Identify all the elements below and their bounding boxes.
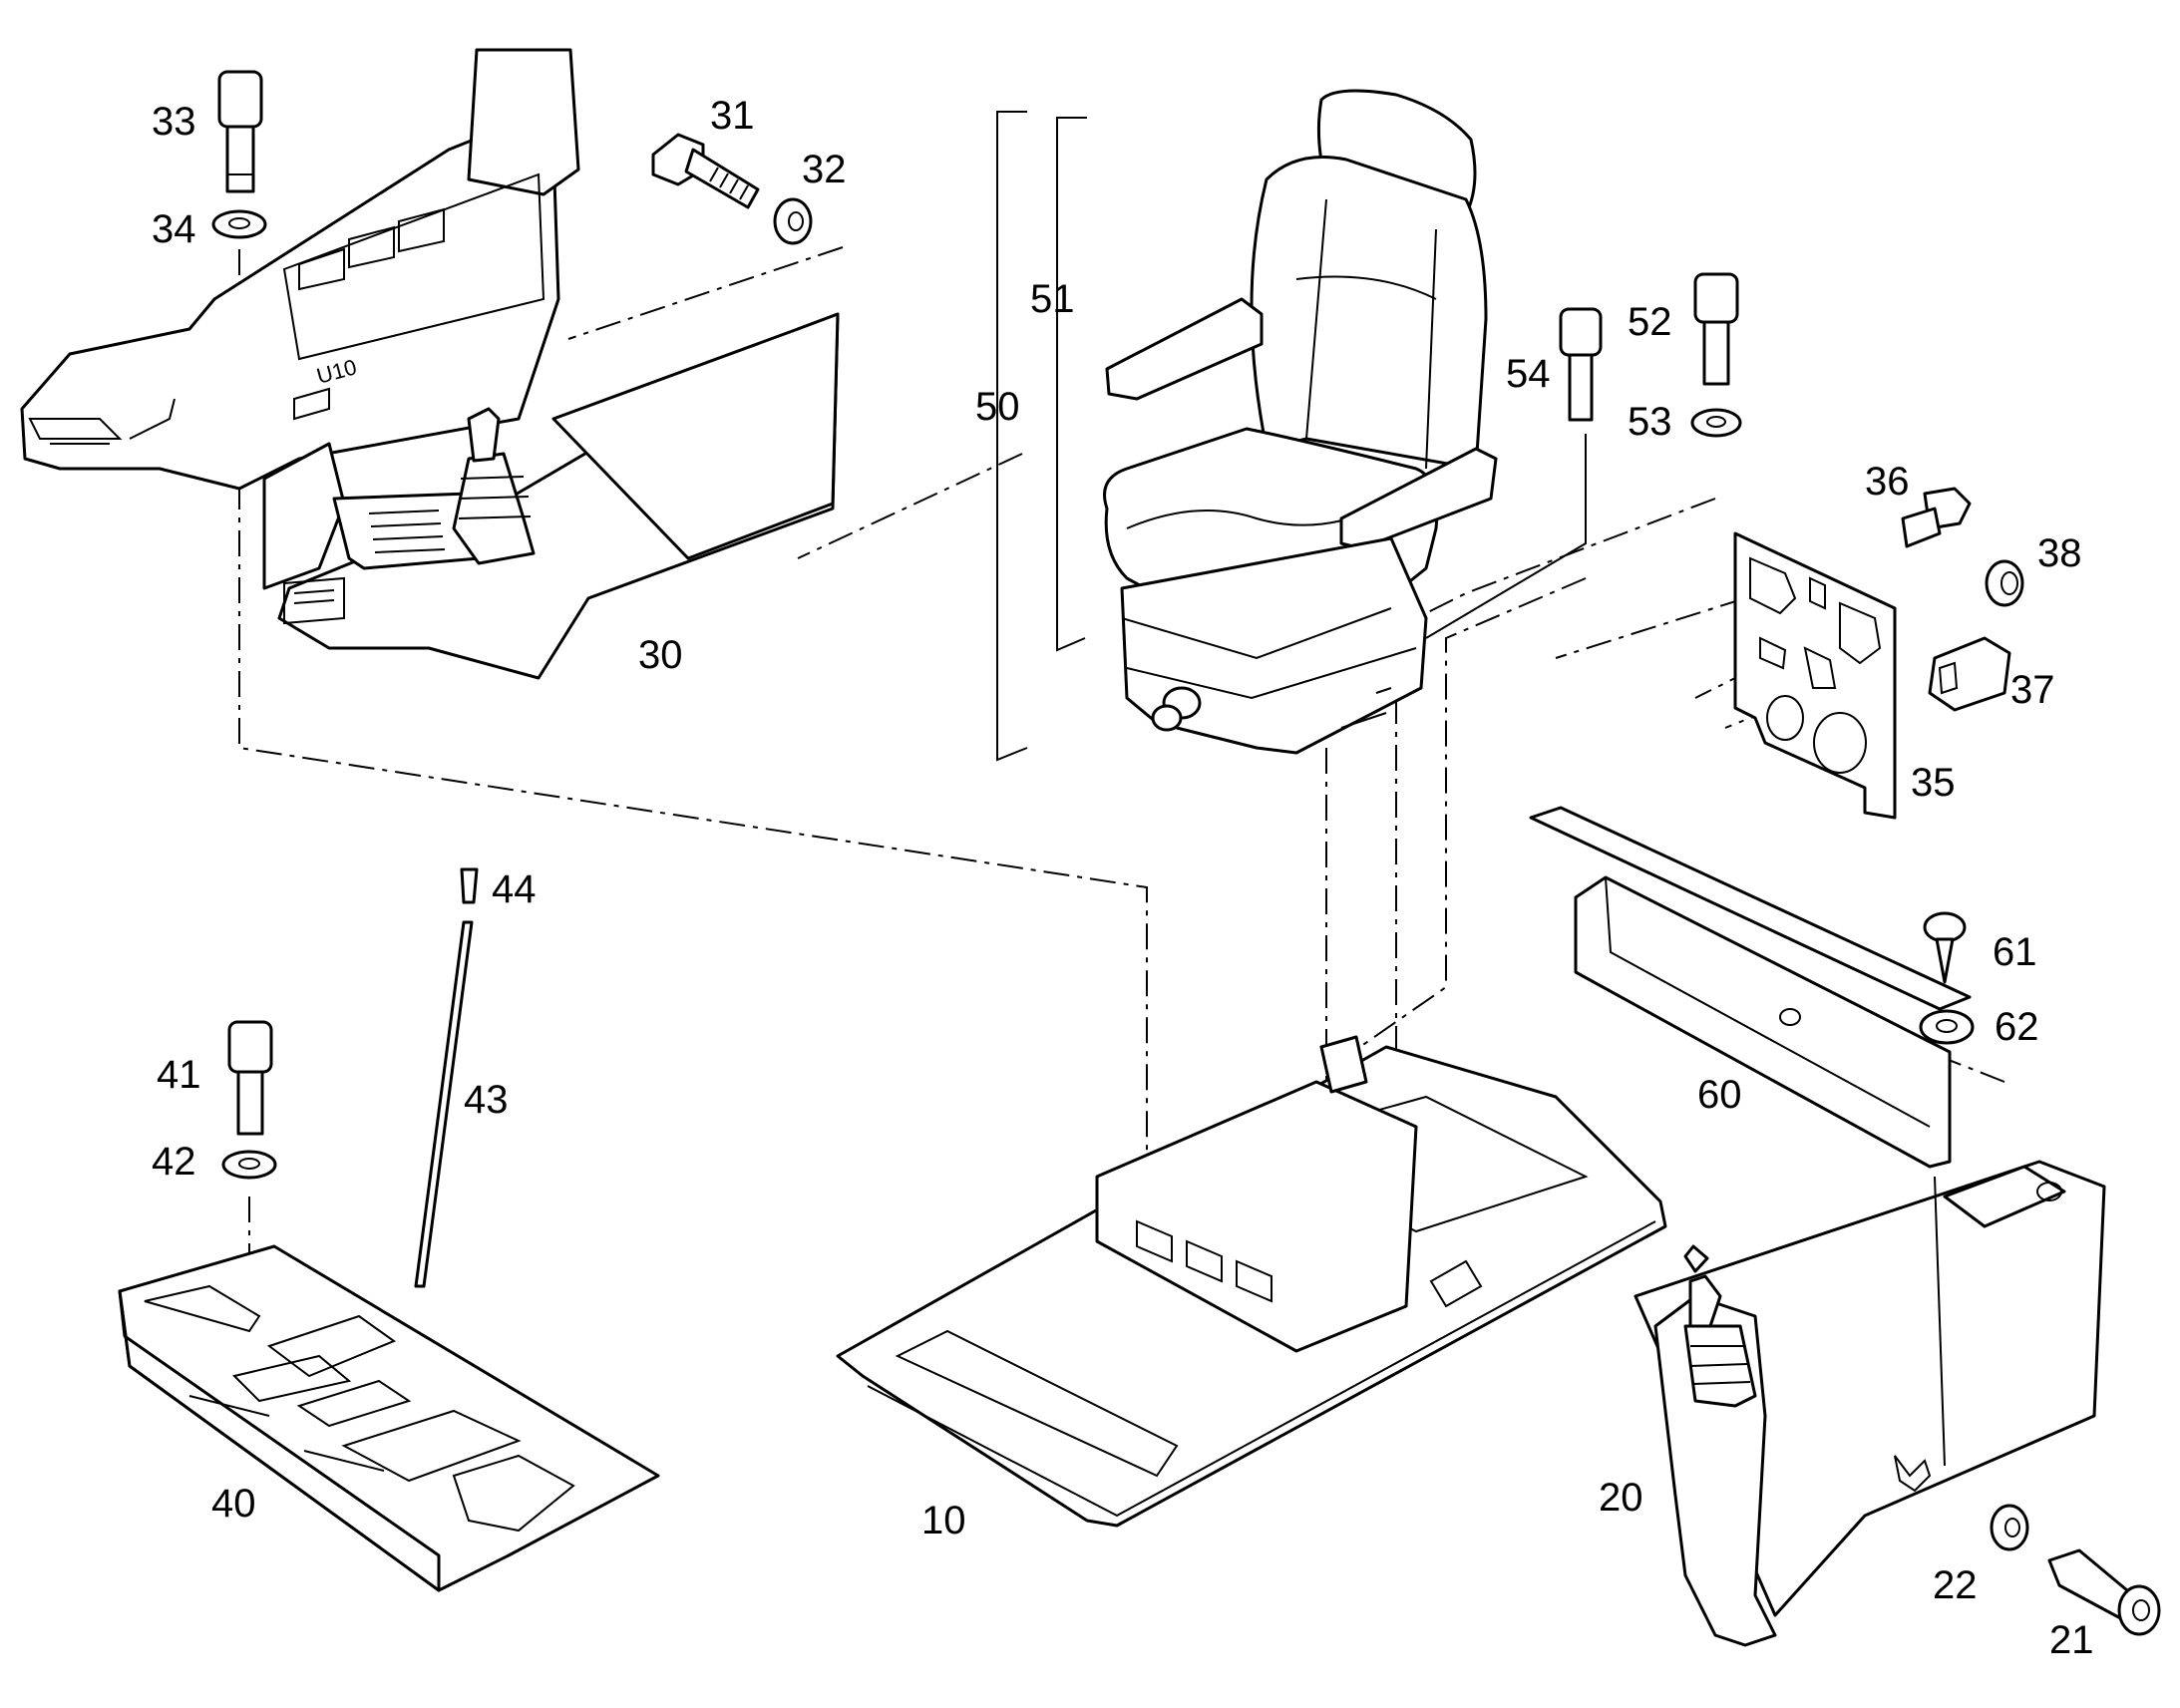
operator-seat (1103, 89, 1498, 755)
callout-54: 54 (1506, 352, 1551, 396)
callout-53: 53 (1628, 400, 1672, 444)
callout-30: 30 (638, 633, 683, 677)
callout-21: 21 (2049, 1618, 2094, 1662)
fitting-37 (1928, 636, 2011, 712)
callout-38: 38 (2037, 531, 2082, 575)
footrest (118, 1244, 660, 1592)
control-console (20, 48, 840, 680)
washer-62 (1919, 1009, 1975, 1045)
callout-62: 62 (1995, 1005, 2039, 1049)
callout-10: 10 (921, 1499, 966, 1542)
callout-32: 32 (802, 148, 847, 191)
callout-35: 35 (1911, 761, 1956, 805)
bolt-41 (227, 1020, 273, 1136)
callout-31: 31 (710, 94, 755, 138)
screw-61 (1923, 911, 1967, 984)
callout-52: 52 (1628, 300, 1672, 344)
bolt-31 (651, 133, 760, 209)
callout-37: 37 (2010, 668, 2055, 712)
washer-53 (1690, 408, 1742, 438)
callout-61: 61 (1993, 930, 2037, 974)
plug-38 (1985, 559, 2024, 607)
callout-33: 33 (152, 100, 196, 144)
callout-22: 22 (1933, 1563, 1978, 1607)
floor-plate (836, 1035, 1667, 1528)
callout-41: 41 (157, 1053, 201, 1097)
bolt-21 (2047, 1548, 2161, 1636)
bolt-36 (1901, 487, 1972, 548)
channel-cover (1529, 806, 1972, 1169)
callout-43: 43 (464, 1078, 509, 1122)
right-console (1634, 1160, 2106, 1647)
washer-32 (773, 197, 813, 245)
bolt-54 (1559, 307, 1603, 422)
washer-22 (1990, 1504, 2029, 1551)
callout-44: 44 (492, 867, 537, 911)
callout-34: 34 (152, 207, 196, 251)
seat-brackets (996, 111, 1587, 762)
callout-20: 20 (1599, 1476, 1643, 1520)
callout-60: 60 (1697, 1073, 1742, 1117)
mounting-plate (1733, 531, 1897, 820)
callout-36: 36 (1865, 460, 1910, 504)
callout-51: 51 (1030, 277, 1075, 321)
cap-44 (460, 867, 479, 904)
rod-43 (414, 920, 474, 1288)
callout-42: 42 (152, 1140, 196, 1184)
bolt-52 (1693, 272, 1739, 386)
callout-50: 50 (975, 385, 1020, 429)
washer-42 (221, 1150, 277, 1180)
washer-34 (211, 209, 267, 239)
bolt-33 (217, 70, 263, 193)
callout-40: 40 (211, 1482, 256, 1526)
